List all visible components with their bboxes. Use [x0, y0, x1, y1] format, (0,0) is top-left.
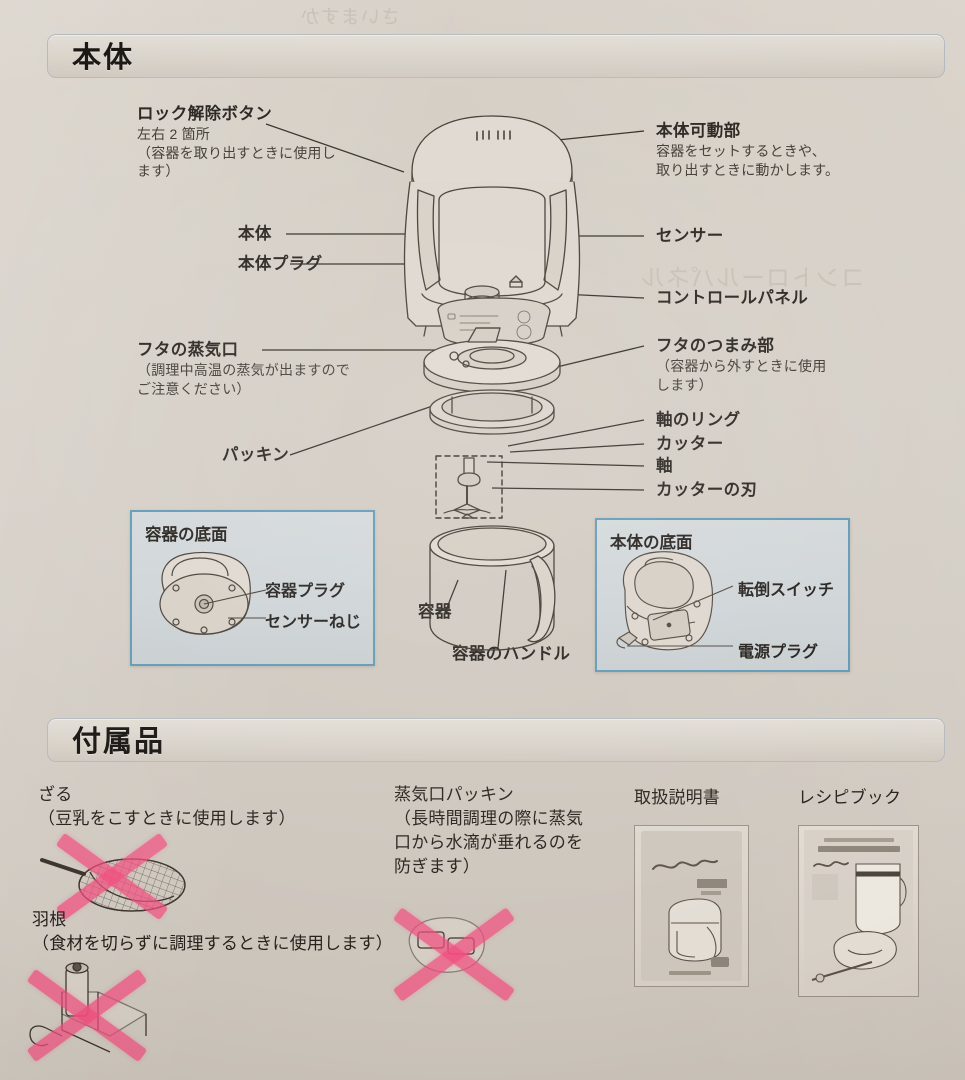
accessory-steam-vent-packing: 蒸気口パッキン （長時間調理の際に蒸気 口から水滴が垂れるのを 防ぎます） — [394, 783, 624, 880]
callout-packing: パッキン — [222, 446, 290, 464]
blade-guard-icon — [29, 962, 147, 1053]
strainer-icon — [40, 858, 186, 912]
inset-label-power-plug: 電源プラグ — [738, 644, 819, 661]
accessory-strainer-desc: （豆乳をこすときに使用します） — [38, 809, 296, 829]
inset-container-bottom: 容器の底面 容器プラグ センサーねじ — [130, 510, 375, 666]
section-title-main-unit: 本体 — [72, 40, 135, 75]
callout-container: 容器 — [418, 603, 452, 621]
callout-body-plug: 本体プラグ — [238, 255, 323, 273]
accessory-blade-guard: 羽根 （食材を切らずに調理するときに使用します） — [32, 908, 412, 956]
bleed-through-top: さいますか — [300, 7, 401, 28]
manual-cover-art — [641, 831, 742, 981]
accessory-steam-packing-name: 蒸気口パッキン — [394, 785, 514, 804]
callout-movable-part: 本体可動部 容器をセットするときや、 取り出すときに動かします。 — [656, 122, 840, 178]
accessory-blade-guard-name: 羽根 — [32, 910, 67, 929]
accessory-steam-packing-desc-3: 防ぎます） — [394, 857, 480, 877]
accessory-recipe-book-name: レシピブック — [798, 788, 902, 807]
inset-body-bottom: 本体の底面 転倒スイッチ 電源プラグ — [595, 518, 850, 672]
accessory-steam-packing-desc-1: （長時間調理の際に蒸気 — [394, 809, 584, 829]
callout-cutter: カッター — [656, 435, 724, 453]
accessory-instruction-manual: 取扱説明書 — [634, 786, 720, 810]
accessory-manual-name: 取扱説明書 — [634, 788, 720, 807]
callout-cutter-blade: カッターの刃 — [656, 481, 758, 499]
inset-right-caption: 本体の底面 — [610, 534, 693, 552]
steam-vent-packing-icon — [408, 917, 485, 973]
section-banner-accessories: 付属品 — [47, 718, 945, 762]
inset-label-container-plug: 容器プラグ — [265, 583, 346, 600]
instruction-manual-cover — [634, 825, 749, 987]
callout-body: 本体 — [238, 225, 272, 243]
section-title-accessories: 付属品 — [72, 724, 166, 759]
callout-shaft-ring: 軸のリング — [656, 411, 741, 429]
inset-label-sensor-screw: センサーねじ — [265, 614, 362, 631]
accessory-recipe-book: レシピブック — [798, 786, 901, 810]
accessory-blade-guard-desc: （食材を切らずに調理するときに使用します） — [32, 934, 393, 954]
inset-label-tip-over-switch: 転倒スイッチ — [738, 582, 835, 599]
callout-lock-release-button: ロック解除ボタン 左右 2 箇所 （容器を取り出すときに使用し ます） — [137, 105, 336, 179]
body-bottom-illustration — [616, 551, 734, 651]
accessory-strainer-name: ざる — [38, 785, 73, 804]
recipe-book-cover-art — [804, 830, 913, 991]
callout-sensor: センサー — [656, 227, 724, 245]
callout-shaft: 軸 — [656, 457, 673, 475]
callout-lid-knob: フタのつまみ部 （容器から外すときに使用 します） — [656, 337, 827, 393]
container-bottom-illustration — [159, 551, 267, 635]
recipe-book-cover — [798, 825, 919, 997]
appliance-exploded-diagram — [403, 115, 581, 651]
accessory-steam-packing-desc-2: 口から水滴が垂れるのを — [394, 833, 584, 853]
callout-control-panel: コントロールパネル — [656, 289, 809, 307]
callout-lid-steam-vent: フタの蒸気口 （調理中高温の蒸気が出ますので ご注意ください） — [137, 341, 350, 397]
inset-left-caption: 容器の底面 — [145, 526, 228, 544]
accessory-strainer: ざる （豆乳をこすときに使用します） — [38, 783, 388, 831]
section-banner-main-unit: 本体 — [47, 34, 945, 78]
